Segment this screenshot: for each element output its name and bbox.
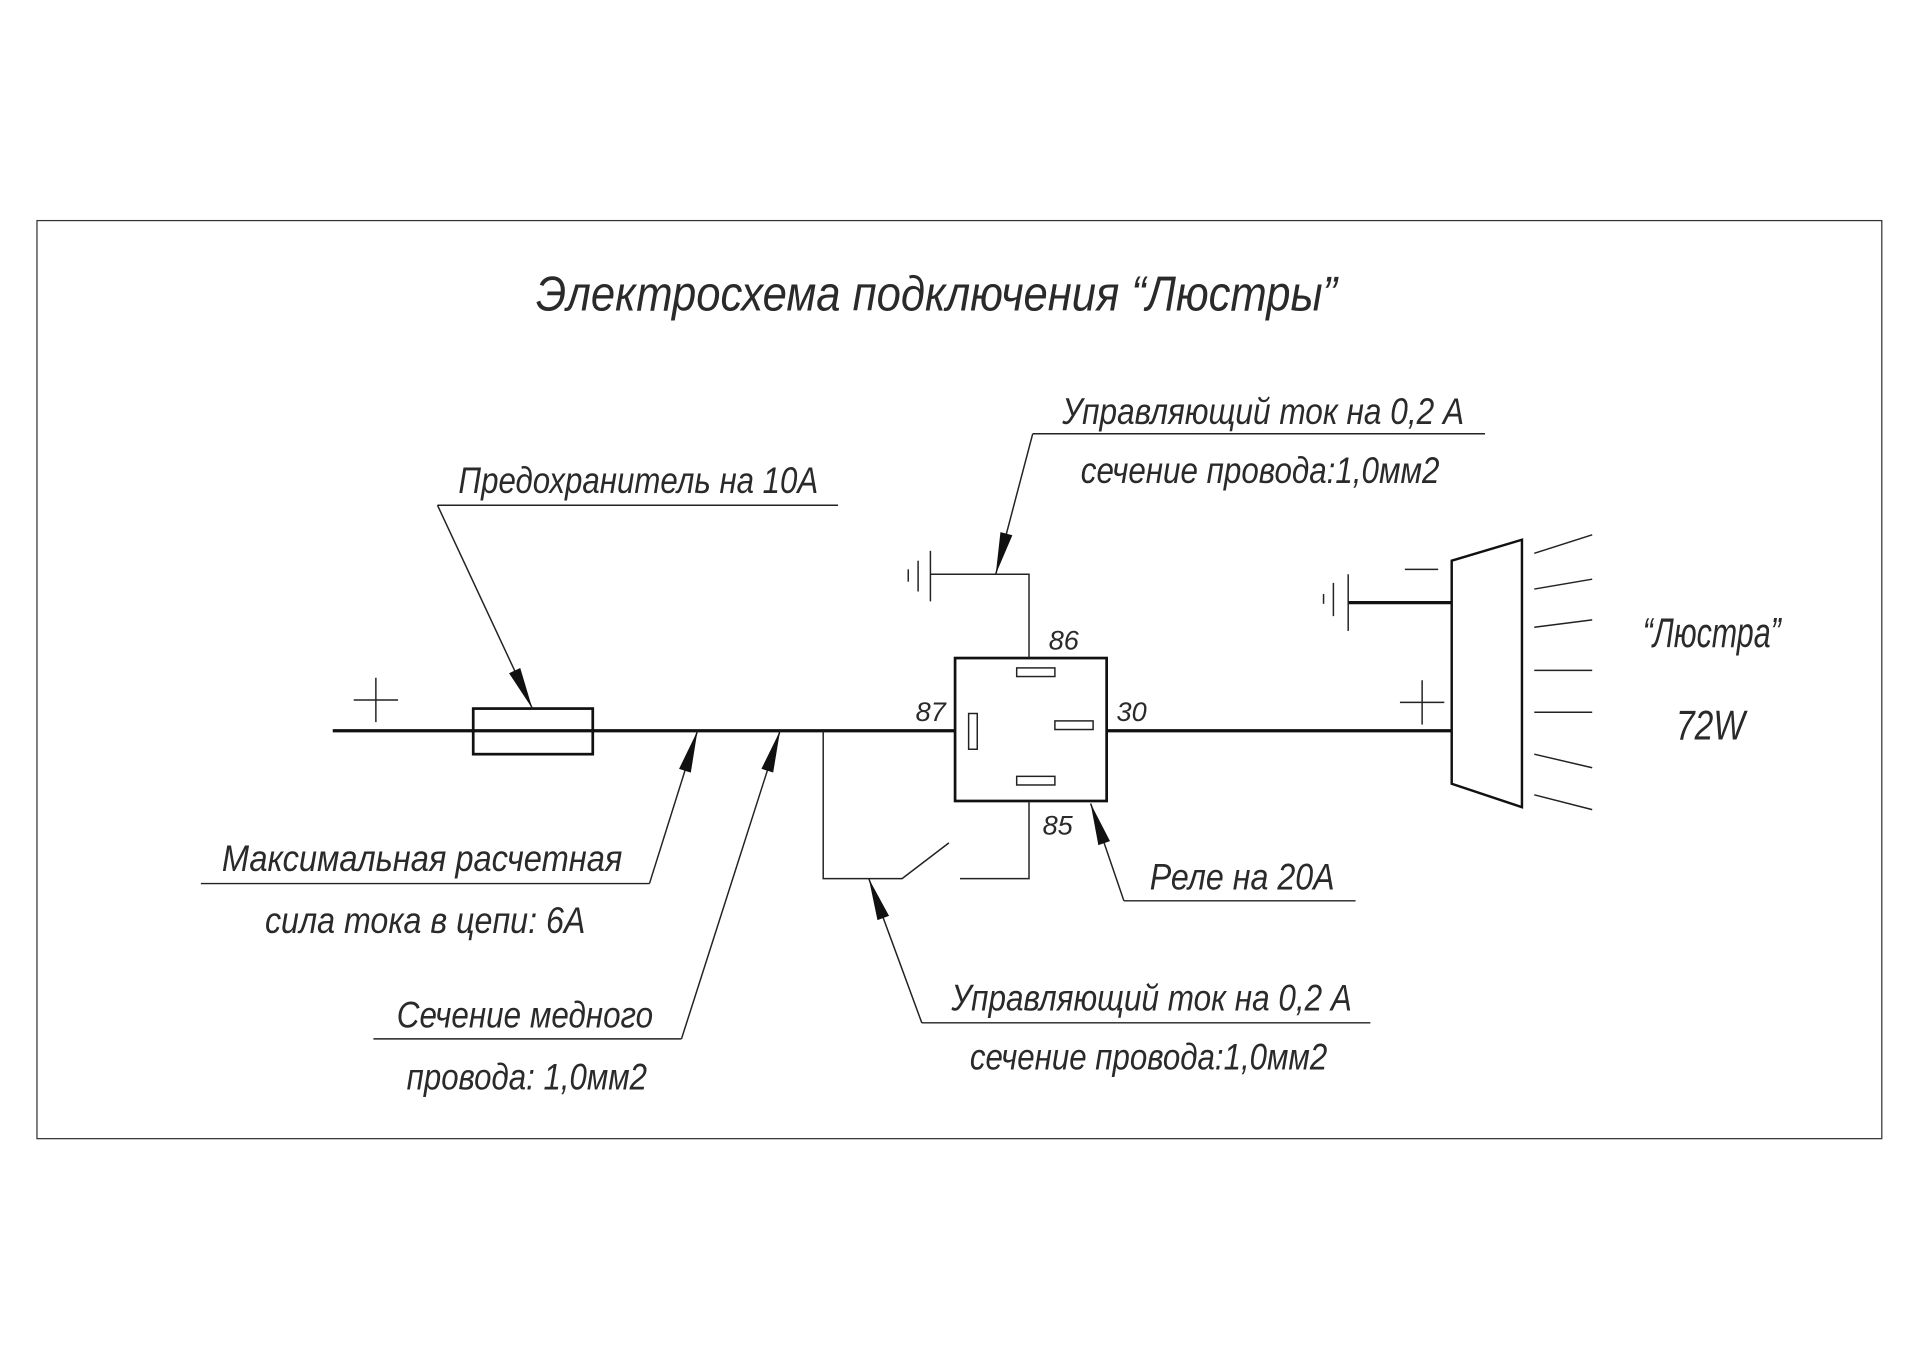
control-top-line1: Управляющий ток на 0,2 А — [1061, 391, 1464, 432]
control-bottom-line1: Управляющий ток на 0,2 А — [951, 977, 1352, 1018]
diagram-title: Электросхема подключения “Люстры” — [536, 267, 1339, 322]
control-wire-86 — [930, 573, 1030, 659]
wire-section-leader — [680, 730, 781, 1040]
max-current-line1: Максимальная расчетная — [222, 838, 623, 879]
pin-87-label: 87 — [916, 696, 947, 727]
relay-label: Реле на 20А — [1150, 857, 1335, 898]
ground-icon — [1322, 574, 1349, 631]
lamp-icon — [1450, 538, 1524, 809]
fuse-leader — [436, 504, 534, 709]
wire-section-line1: Сечение медного — [397, 995, 653, 1036]
max-current-leader — [648, 730, 699, 884]
max-current-line2: сила тока в цепи: 6А — [265, 900, 585, 941]
fuse — [471, 707, 595, 756]
plus-sign-lamp — [1399, 680, 1445, 725]
control-bottom-line2: сечение провода:1,0мм2 — [970, 1037, 1328, 1078]
arrowhead-icon — [761, 730, 781, 773]
pin-85-label: 85 — [1043, 809, 1074, 840]
control-bottom-leader — [868, 878, 923, 1024]
relay — [953, 656, 1109, 803]
switch-circuit — [822, 730, 1030, 880]
arrowhead-icon — [995, 532, 1013, 575]
drawing-frame — [36, 219, 1883, 1140]
ground-icon — [907, 550, 932, 602]
plus-sign-source — [353, 677, 399, 723]
pin-86-label: 86 — [1049, 624, 1080, 655]
arrowhead-icon — [679, 730, 698, 773]
control-top-leader — [995, 433, 1034, 575]
lamp-power: 72W — [1676, 701, 1748, 748]
pin-30-label: 30 — [1117, 696, 1147, 727]
arrowhead-icon — [868, 878, 890, 921]
light-rays — [1534, 534, 1593, 811]
relay-leader — [1089, 803, 1125, 902]
control-top-line2: сечение провода:1,0мм2 — [1081, 450, 1440, 491]
wire-section-line2: провода: 1,0мм2 — [407, 1056, 648, 1097]
lamp-name: “Люстра” — [1643, 609, 1783, 656]
fuse-label: Предохранитель на 10А — [458, 460, 818, 501]
arrowhead-icon — [1090, 803, 1111, 846]
arrowhead-icon — [509, 668, 533, 709]
